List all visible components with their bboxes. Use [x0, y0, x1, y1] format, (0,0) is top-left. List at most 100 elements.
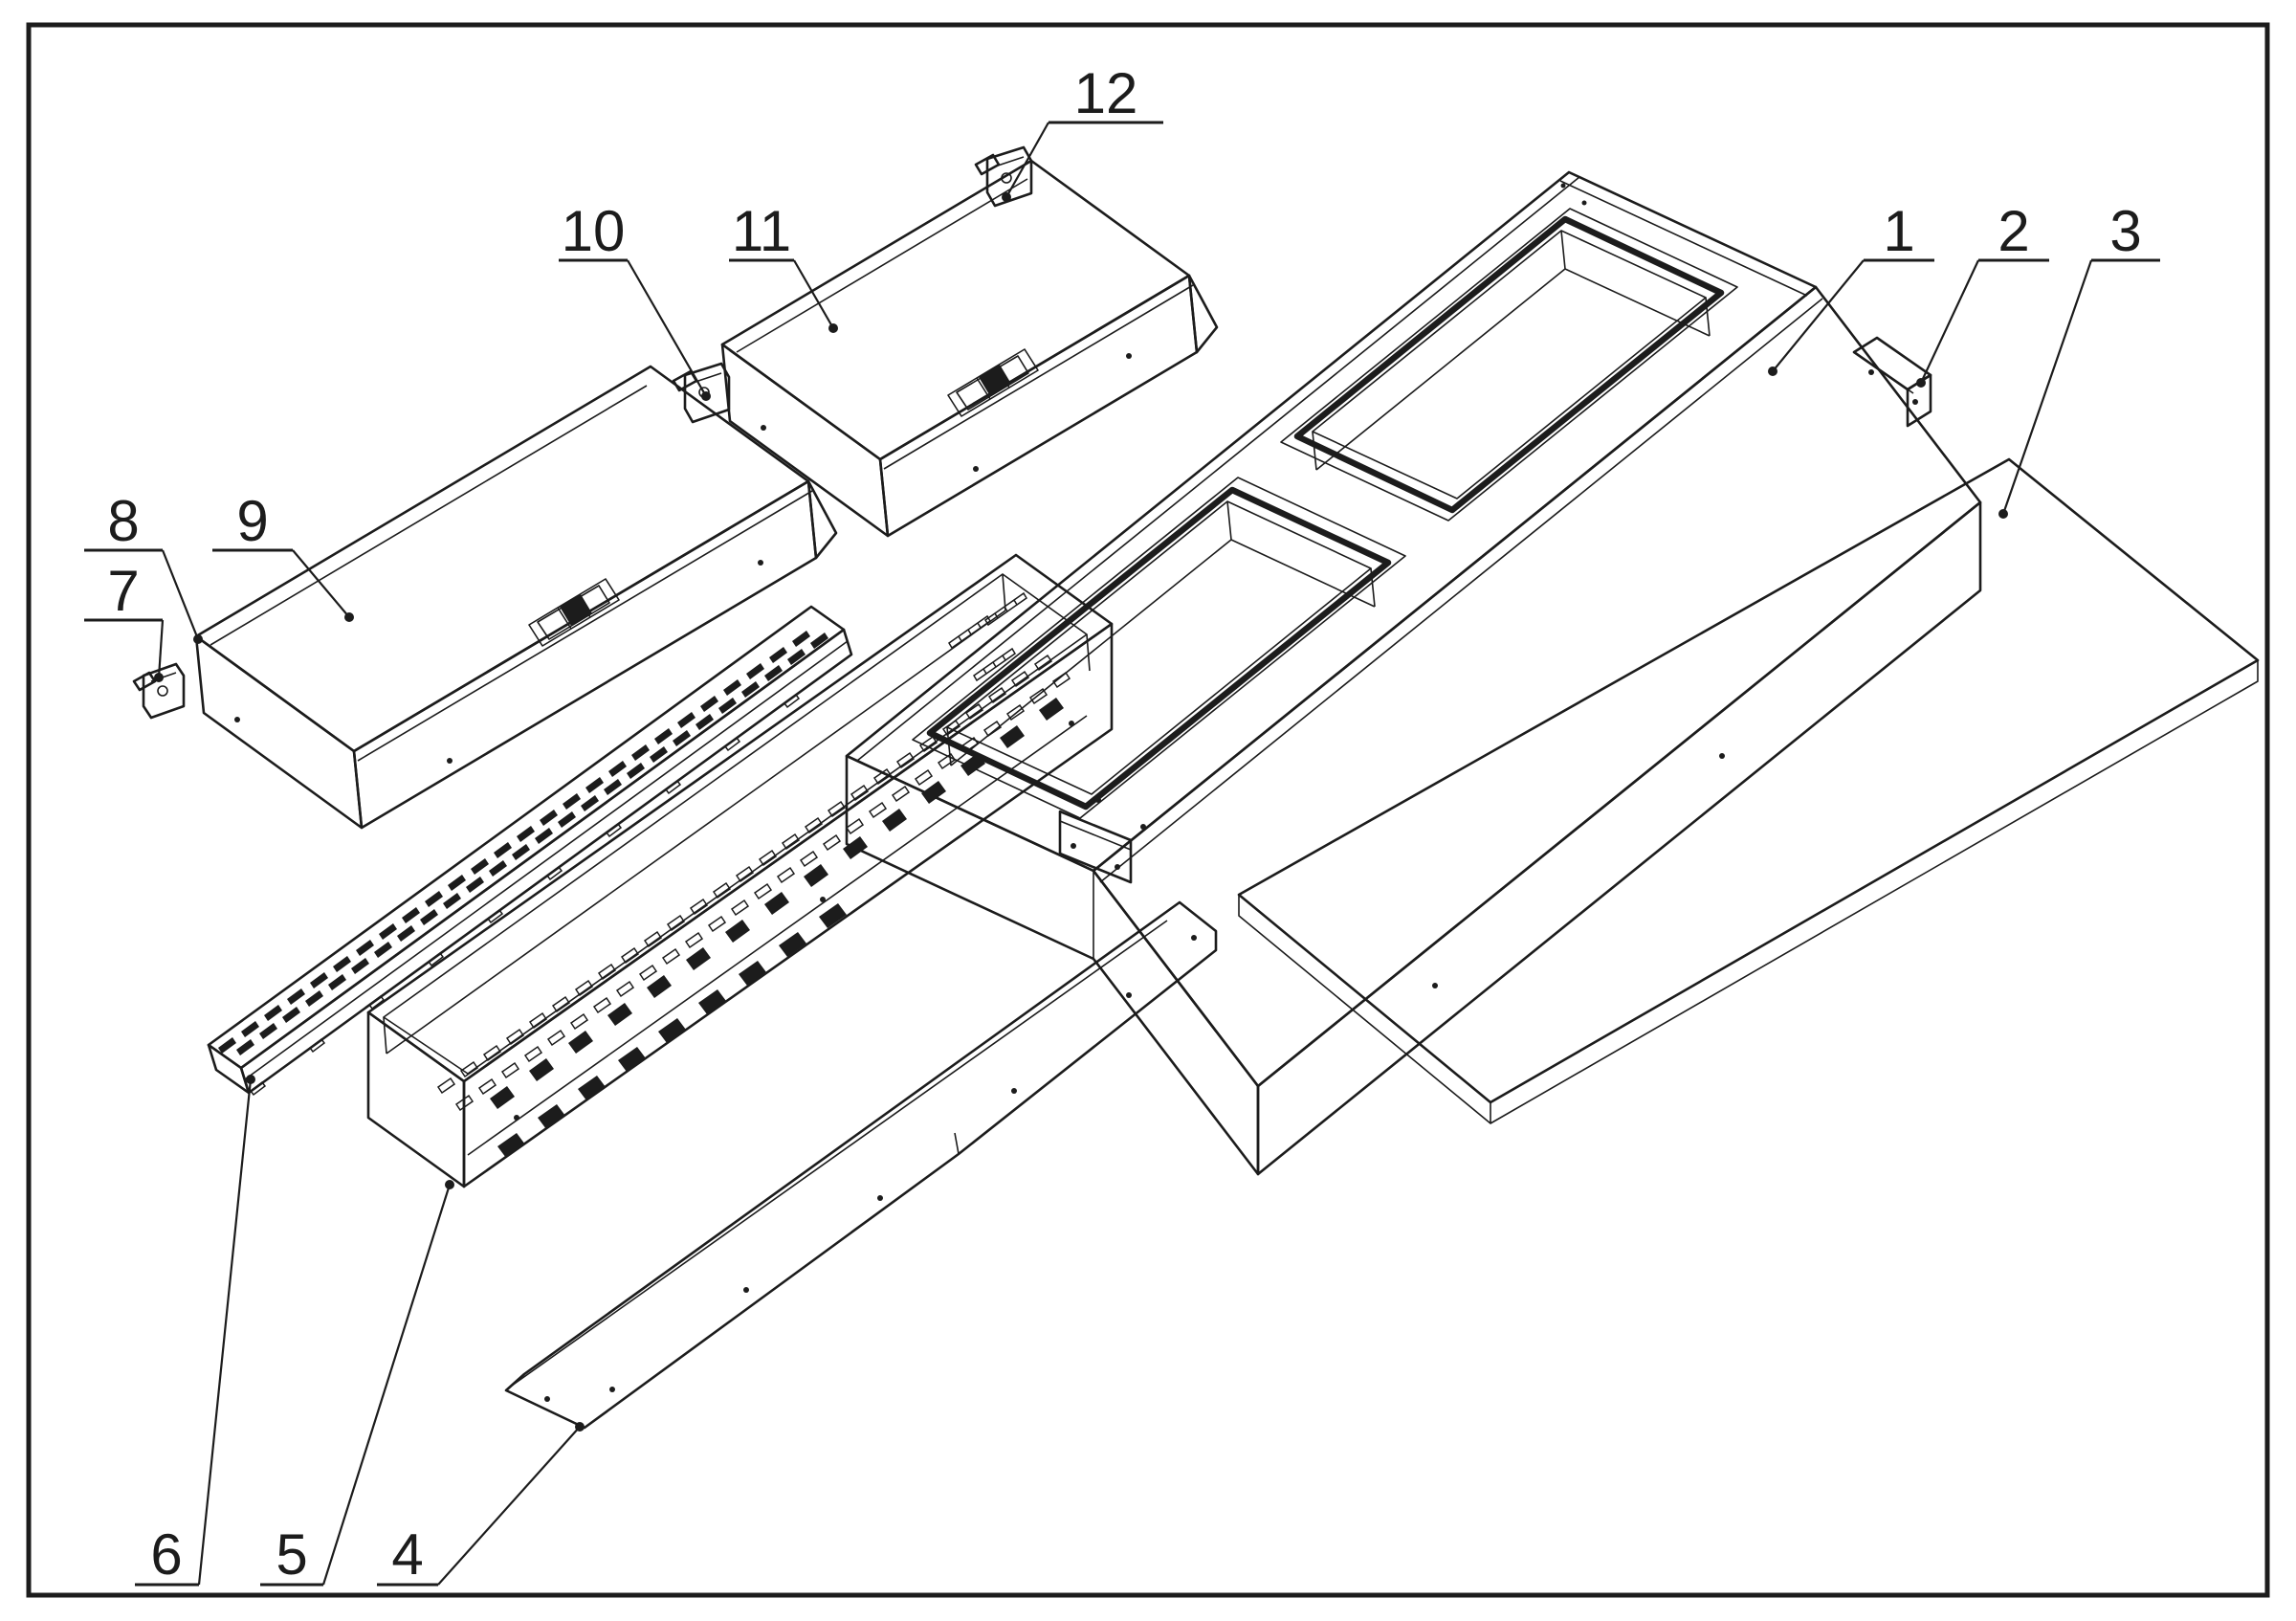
clip-screw [157, 685, 168, 697]
clip-screw [1001, 172, 1012, 184]
lid-small [720, 159, 1219, 538]
tray-interior-louvers [490, 698, 1064, 1109]
lid-small-end-face [720, 343, 890, 538]
body-rim-inner-line [856, 176, 1580, 762]
rivet-dot [820, 897, 826, 902]
strip-slots-row-2 [236, 633, 828, 1055]
clip-plate [683, 362, 731, 424]
callout-leader [1772, 259, 1865, 372]
callout-dot [1768, 366, 1777, 376]
tray-right-end-slots [947, 591, 1028, 682]
rivet-dot [973, 466, 979, 472]
rivet-dot [544, 1396, 550, 1402]
body-front-wall [1256, 500, 1982, 1176]
handle-grip-hole [979, 365, 1011, 396]
rivet-dot [609, 1387, 615, 1392]
tray-front-wall-louvers [497, 903, 847, 1158]
rivet-dot [761, 425, 766, 431]
callout-11: 11 [729, 199, 838, 333]
main-body [845, 170, 1982, 1176]
panel-thickness-edges [1238, 660, 2259, 1124]
callout-leader [1005, 122, 1049, 198]
callout-dot [828, 323, 838, 333]
callout-leader [793, 259, 834, 329]
lid-large-fold-lines [210, 385, 813, 762]
rivet-dot [1191, 935, 1197, 941]
strip-fold-line [244, 640, 849, 1080]
callout-leader [1920, 259, 1979, 384]
opening-b-interior-walls [1312, 230, 1711, 471]
handle-grip-hole [560, 594, 592, 626]
callout-leader [157, 619, 165, 678]
opening-b-gasket [1293, 215, 1725, 514]
callout-dot [1002, 192, 1011, 202]
rivet-dot [1011, 1088, 1017, 1094]
tray-interior-edges [383, 573, 1091, 1156]
callout-number: 4 [391, 1522, 423, 1587]
rivet-dot [1071, 843, 1076, 849]
callout-7: 7 [84, 559, 165, 682]
clip-bracket-12 [974, 145, 1033, 208]
callout-dot [445, 1180, 454, 1189]
callout-dot [193, 634, 203, 644]
rail-fold-lines [511, 920, 1168, 1387]
callout-9: 9 [212, 489, 354, 622]
callout-dot [1916, 378, 1926, 388]
rail-bracket-fold [1859, 355, 1914, 394]
rivet-dot [514, 1115, 519, 1121]
tray-left-wall [366, 1010, 466, 1188]
callout-number: 9 [236, 489, 268, 553]
lid-small-fold-lines [736, 178, 1194, 470]
callout-number: 1 [1883, 199, 1914, 263]
rivet-dot [1719, 753, 1725, 759]
rivet-dot [1126, 353, 1132, 359]
callouts: 1 2 3 12 10 11 [84, 61, 2160, 1587]
lid-large-end-face [194, 634, 364, 830]
callout-number: 10 [562, 199, 626, 263]
callout-12: 12 [1002, 61, 1163, 202]
flat-panel [1237, 457, 2260, 1124]
callout-1: 1 [1768, 199, 1934, 376]
callout-5: 5 [260, 1180, 454, 1587]
vented-tray [366, 553, 1114, 1188]
perforated-strip [207, 605, 853, 1097]
rivet-dot [758, 560, 763, 566]
rivet-dot [1115, 864, 1120, 870]
rivet-dot [1126, 992, 1132, 998]
opening-a-gasket [926, 486, 1392, 810]
callout-number: 11 [732, 199, 791, 263]
angled-rail [504, 900, 1218, 1430]
opening-a-interior-walls [946, 500, 1376, 766]
rail-silhouette [504, 900, 1218, 1430]
callout-leader [2001, 259, 2093, 515]
rivet-dot [877, 1195, 883, 1201]
rivet-dot [1140, 824, 1146, 830]
rivet-dot [1912, 399, 1918, 405]
callout-leader [321, 1184, 452, 1586]
lid-large [194, 365, 838, 830]
rivet-dot [1581, 200, 1587, 206]
callout-dot [344, 612, 354, 622]
callout-leader [197, 1078, 253, 1586]
lid-large-handle [528, 578, 620, 647]
rivet-dot [1560, 183, 1566, 189]
body-apron-fold-line [1099, 298, 1823, 883]
callout-number: 5 [276, 1522, 307, 1587]
callout-number: 7 [107, 559, 139, 623]
body-mounting-plate-fold [1059, 820, 1132, 851]
callout-number: 3 [2109, 199, 2141, 263]
callout-leader [627, 259, 707, 397]
callout-dot [575, 1422, 585, 1432]
callout-10: 10 [559, 199, 711, 401]
callout-leader [292, 549, 350, 618]
rivet-dot [743, 1287, 749, 1293]
clip-plate [142, 662, 186, 720]
rivet-dot [1432, 983, 1438, 988]
rivet-dot [447, 758, 453, 764]
callout-2: 2 [1916, 199, 2049, 388]
handle-outer [947, 348, 1039, 417]
lid-small-handle [947, 348, 1039, 417]
rivet-dot [1095, 797, 1101, 803]
